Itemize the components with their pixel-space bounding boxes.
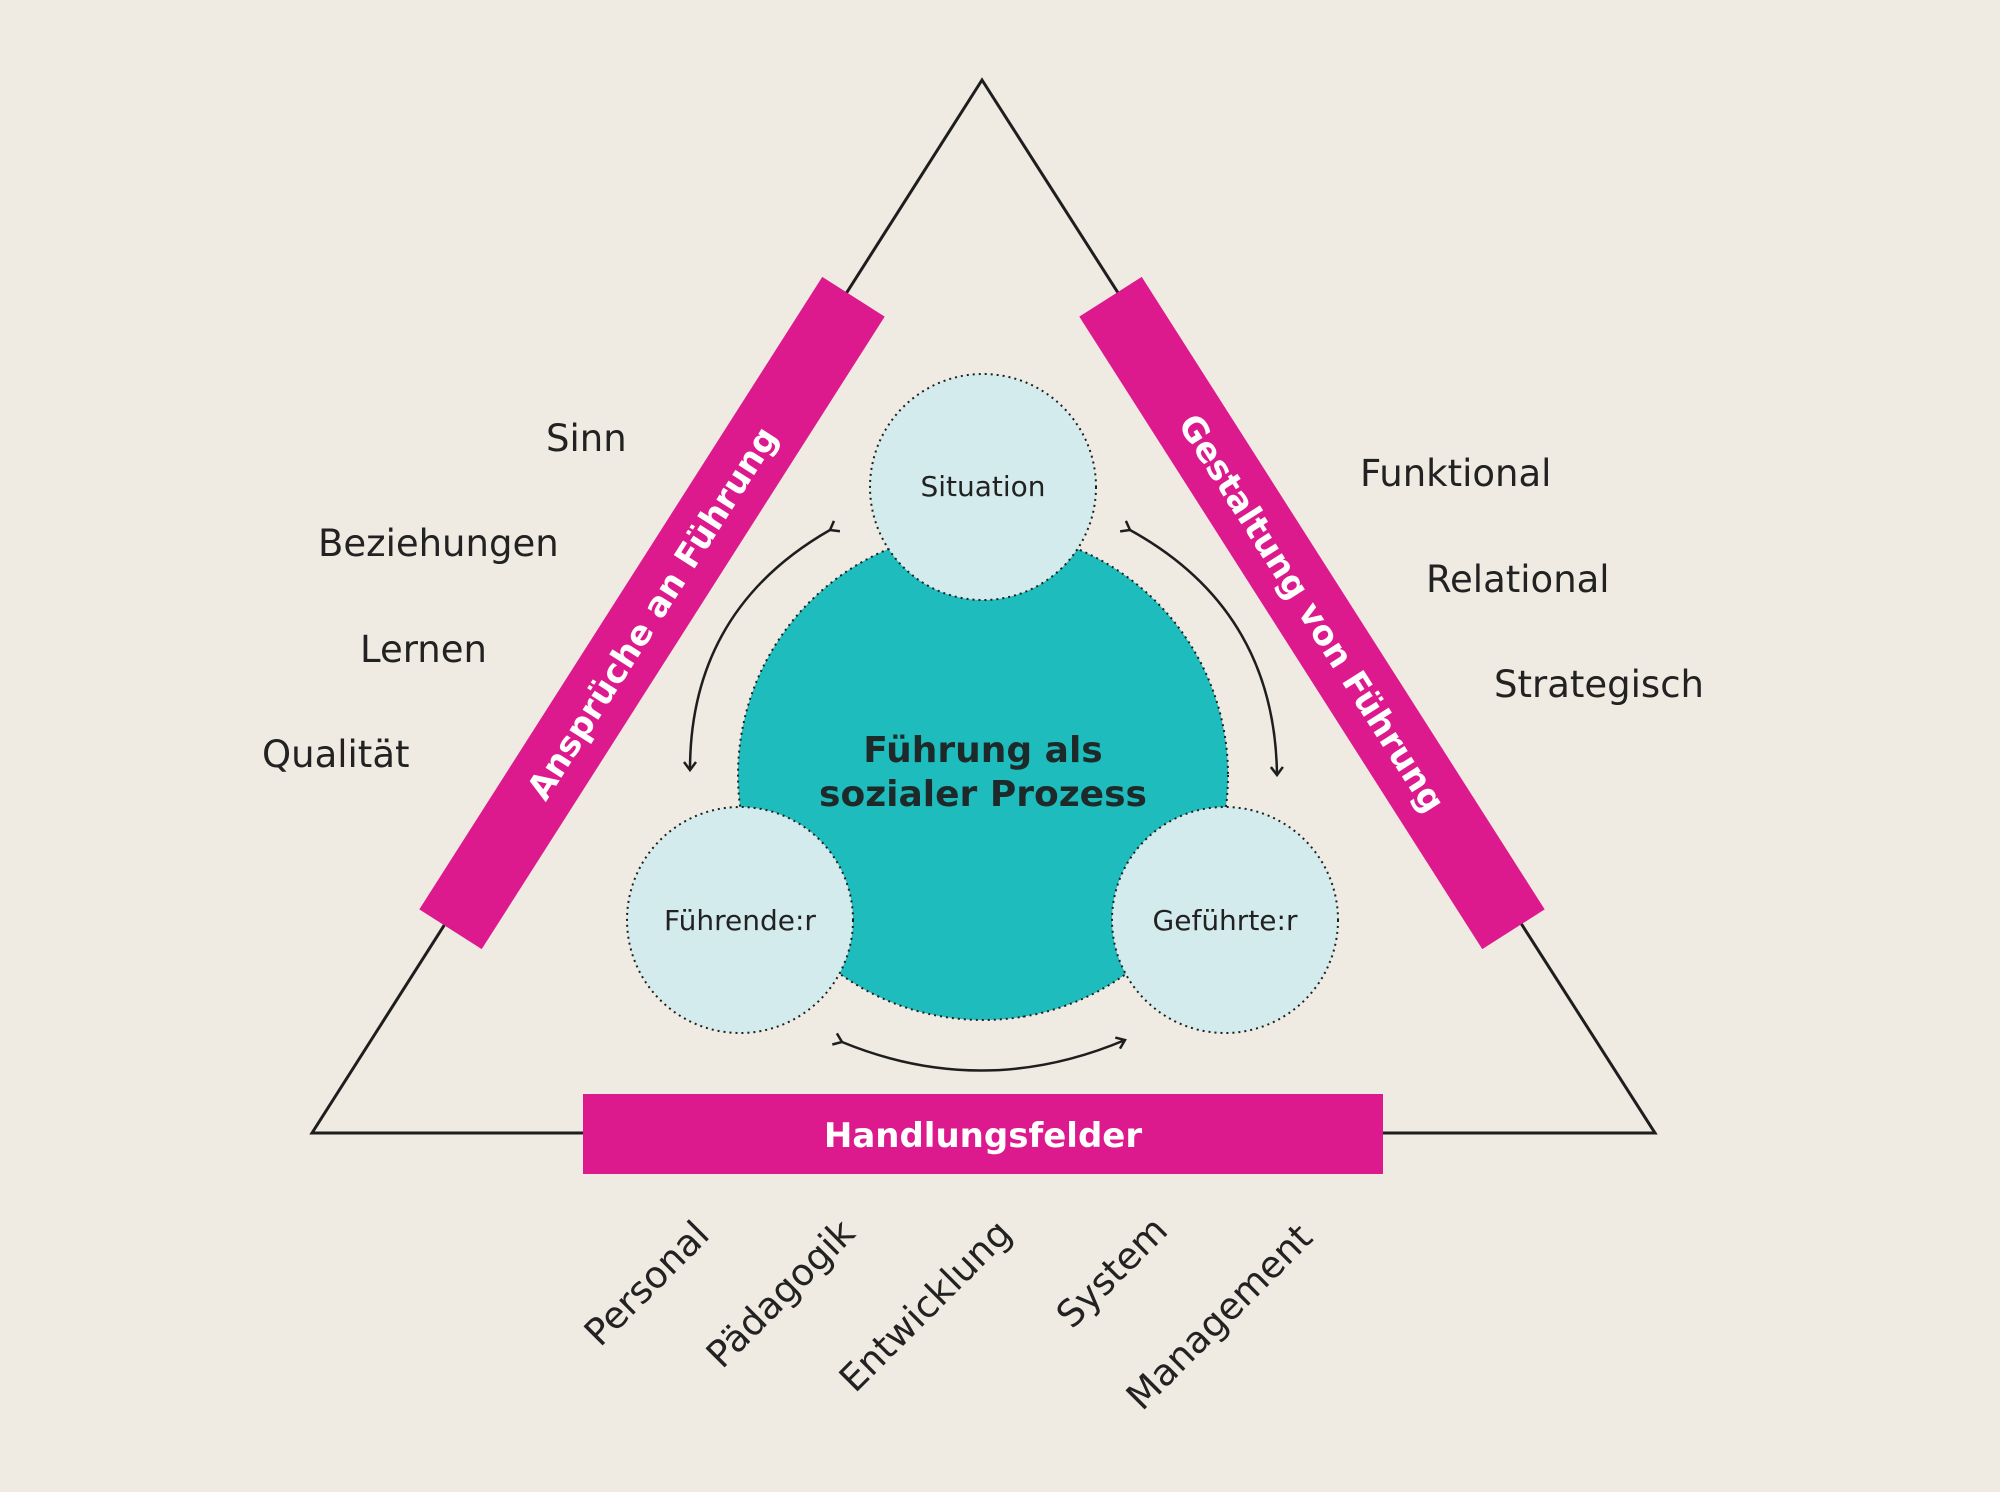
bottom-item: Personal [576,1213,718,1355]
bottom-item: System [1048,1208,1176,1336]
center-title-line2: sozialer Prozess [819,774,1147,815]
arrow-bottom [832,1032,1127,1072]
left-item: Qualität [262,733,410,776]
leader-label: Führende:r [664,904,816,937]
right-item: Strategisch [1494,663,1704,706]
bottom-items: Personal Pädagogik Entwicklung System Ma… [576,1208,1321,1418]
bottom-item: Pädagogik [698,1211,864,1377]
situation-label: Situation [920,470,1045,503]
arrow-left [683,520,841,773]
right-item: Funktional [1360,452,1551,495]
center-title-line1: Führung als [863,730,1102,771]
leader-circle [626,806,854,1034]
situation-circle [869,373,1097,601]
right-items: Funktional Relational Strategisch [1360,452,1704,706]
bottom-band-label: Handlungsfelder [824,1116,1142,1156]
left-item: Beziehungen [318,522,559,565]
arrow-right [1119,520,1284,778]
left-items: Sinn Beziehungen Lernen Qualität [262,417,627,776]
right-item: Relational [1426,558,1610,601]
left-item: Sinn [546,417,627,460]
left-item: Lernen [360,628,487,671]
follower-label: Geführte:r [1153,904,1298,937]
follower-circle [1111,806,1339,1034]
bottom-band: Handlungsfelder [583,1094,1383,1174]
